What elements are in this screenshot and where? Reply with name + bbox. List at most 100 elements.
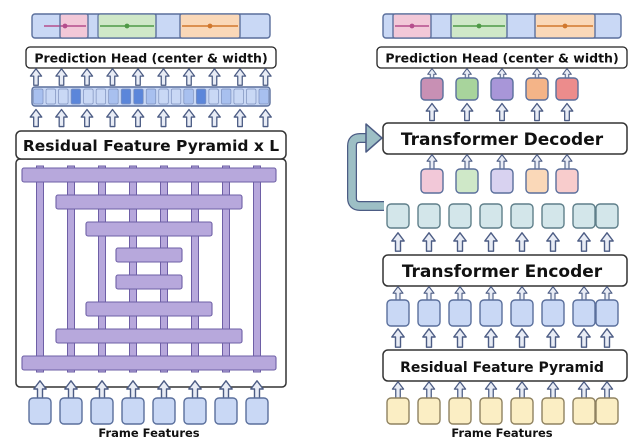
encoded-token [479,203,503,229]
decoded-query-token [455,77,479,101]
up-arrow-icon [547,286,559,302]
pyramid-block [15,158,287,388]
residual-token [208,88,219,105]
up-arrow-icon [515,381,529,399]
up-arrow-icon [392,286,404,302]
residual-token [183,88,194,105]
up-arrow-icon [259,68,272,86]
up-arrow-icon [577,328,591,348]
up-arrow-icon [131,108,145,128]
right-panel: Prediction Head (center & width) Transfo… [347,13,628,440]
up-arrow-icon [546,328,560,348]
pyramid-column [191,165,199,373]
frame-feature-token [572,397,596,425]
pyramid-output-token [417,299,441,327]
pyramid-output-token [479,299,503,327]
residual-token [170,88,182,105]
up-arrow-icon [208,108,221,128]
up-arrow-icon [55,108,68,128]
left-frame-features-label: Frame Features [98,426,199,440]
query-token [555,168,579,194]
right-query-arrows-mid [425,102,574,122]
up-arrow-icon [391,328,405,348]
frame-feature-token [59,397,83,425]
residual-token [246,88,257,105]
up-arrow-icon [461,154,473,170]
up-arrow-icon [182,68,196,86]
pyramid-level-bar [21,355,277,371]
frame-feature-token [386,397,410,425]
frame-feature-token [121,397,145,425]
up-arrow-icon [577,231,591,253]
up-arrow-icon [546,381,560,399]
up-arrow-icon [259,108,272,128]
up-arrow-icon [425,102,439,122]
up-arrow-icon [55,68,68,86]
pyramid-level-bar [85,301,213,317]
residual-token [83,88,94,105]
residual-token [108,88,119,105]
up-arrow-icon [422,231,436,253]
up-arrow-icon [515,231,529,253]
frame-feature-token [28,397,52,425]
pyramid-column [129,165,137,373]
pyramid-column [36,165,44,373]
frame-feature-token [510,397,534,425]
pyramid-title-box [15,130,287,160]
up-arrow-icon [460,102,474,122]
up-arrow-icon [453,231,467,253]
up-arrow-icon [600,231,614,253]
up-arrow-icon [484,231,498,253]
up-arrow-icon [106,108,119,128]
residual-token [58,88,69,105]
up-arrow-icon [157,68,170,86]
up-arrow-icon [560,102,574,122]
pyramid-output-token [510,299,534,327]
encoded-token [595,203,619,229]
memory-feedback-arrowhead [365,123,383,153]
pyramid-column [98,165,106,373]
up-arrow-icon [496,154,508,170]
frame-feature-token [595,397,619,425]
left-arrows-mid [29,108,272,128]
up-arrow-icon [80,68,94,86]
transformer-encoder-label: Transformer Encoder [402,262,603,282]
frame-feature-token [245,397,269,425]
up-arrow-icon [484,381,498,399]
encoded-token [448,203,472,229]
encoded-token [572,203,596,229]
memory-feedback-arrow [348,134,384,210]
left-frame-tokens [28,397,269,425]
pyramid-level-bar [115,274,183,290]
frame-feature-token [541,397,565,425]
left-panel: Prediction Head (center & width) Residua… [15,13,287,440]
up-arrow-icon [233,108,247,128]
left-token-strip [31,86,271,107]
frame-feature-token [214,397,238,425]
pyramid-output-token [595,299,619,327]
pyramid-output-token [541,299,565,327]
up-arrow-icon [182,108,196,128]
right-pyramid-tokens [386,299,619,327]
pyramid-column [160,165,168,373]
decoded-query-token [525,77,549,101]
right-arrows-enc-bottom [392,286,613,302]
right-encoded-tokens [386,203,619,229]
right-output-track [382,13,622,39]
up-arrow-icon [577,381,591,399]
pyramid-level-bar [115,247,183,263]
residual-token [120,88,132,105]
right-arrows-pyr [391,328,614,348]
right-prediction-head-box [376,46,628,69]
query-token [455,168,479,194]
pyramid-output-token [572,299,596,327]
up-arrow-icon [453,328,467,348]
right-arrows-bottom [391,381,614,399]
right-pyramid-box [382,349,628,382]
left-prediction-head-box [25,46,277,69]
query-token [490,168,514,194]
left-prediction-head-label: Prediction Head (center & width) [34,51,267,66]
up-arrow-icon [29,68,43,86]
right-prediction-head-label: Prediction Head (center & width) [385,51,618,66]
residual-token [258,88,269,105]
